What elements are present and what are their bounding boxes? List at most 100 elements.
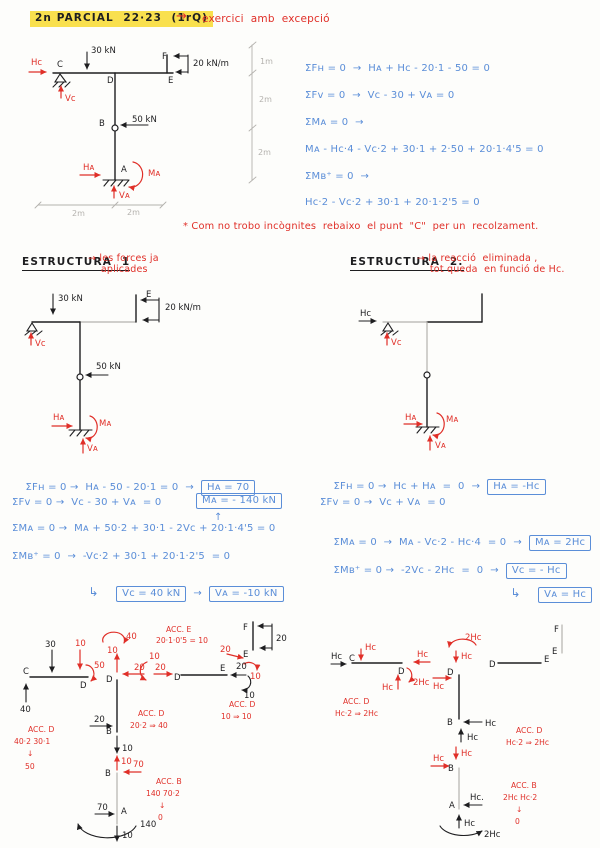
- load-30kn-label: 30 kN: [91, 46, 116, 56]
- acc-d-col-note: ACC. D Hᴄ·2 ⇒ 2Hᴄ: [506, 726, 549, 747]
- hinge-b: [111, 124, 119, 132]
- est1-result-va: Vᴀ = -10 kN: [209, 586, 284, 602]
- reaction-hc-label: Hᴄ: [31, 58, 42, 68]
- reaction-vc-label: Vᴄ: [391, 338, 402, 348]
- label-point-d: D: [398, 667, 405, 677]
- estructura1-diagram: 30 kN E 20 kN/m Vᴄ 50 kN Hᴀ Mᴀ: [24, 290, 201, 454]
- force-20-left-label: 20: [134, 663, 145, 673]
- acc-b-title: ACC. B: [511, 781, 537, 790]
- acc-b-title: ACC. B: [156, 777, 182, 786]
- force-hc-right: Hᴄ: [433, 682, 444, 692]
- force-20-right-end: 20: [236, 662, 247, 672]
- support-a: [102, 179, 130, 187]
- moment-2hc-top: 2Hᴄ: [465, 633, 482, 643]
- est1-results-lead: ↳: [88, 585, 99, 599]
- reaction-vc-label: Vᴄ: [65, 94, 76, 104]
- force-hc-up-red: Hᴄ: [382, 683, 393, 693]
- fbd-member-de: 10 20 D E 20 10 ACC. D 10 ⇒ 10: [139, 652, 255, 721]
- acc-d-col-title: ACC. D: [138, 709, 164, 718]
- est2-eq-ma-arrow: →: [513, 537, 522, 548]
- force-hc-left-blk: Hᴄ: [485, 719, 496, 729]
- acc-d-cd-title: ACC. D: [343, 697, 369, 706]
- force-hc-left-blk: Hᴄ.: [470, 793, 484, 803]
- reaction-ha-label: Hᴀ: [405, 413, 416, 423]
- fbd-column-db: 40 10 20 D 20 B 10 ACC. D 20·2 ⇒ 40: [89, 631, 168, 754]
- reaction-va: Vᴀ: [111, 185, 130, 201]
- moment-50-label: 50: [94, 661, 105, 671]
- est2-eq-fv: ΣFᴠ = 0 → Vᴄ + Vᴀ = 0: [320, 497, 446, 508]
- load-20knm: 20 kN/m: [140, 297, 201, 323]
- title-arrow: →: [176, 9, 188, 24]
- frame-members: [382, 293, 483, 428]
- reaction-hc: Hᴄ: [28, 58, 47, 75]
- force-hc: Hᴄ: [358, 309, 377, 324]
- fbd-member-fe: F E: [552, 624, 563, 657]
- point-labels: C D E F B A: [57, 52, 173, 175]
- reaction-va-label: Vᴀ: [435, 441, 446, 451]
- dim-2m-lower: 2m: [258, 148, 271, 157]
- main-structure-diagram: 30 kN 50 kN 20 kN/m C D E F B A Hᴄ Vᴄ: [28, 41, 273, 218]
- label-point-d: D: [489, 660, 496, 670]
- reaction-vc: Vᴄ: [384, 332, 402, 348]
- reaction-va-label: Vᴀ: [119, 191, 130, 201]
- force-hc-down: Hᴄ: [461, 652, 472, 662]
- estructura2-diagram: Hᴄ Vᴄ Hᴀ Mᴀ Vᴀ: [358, 293, 483, 451]
- reaction-ha: Hᴀ: [51, 413, 73, 429]
- moment-10-left-label: 10: [149, 652, 160, 662]
- est2-results-line: ↳ Vᴀ = Hᴄ: [497, 574, 593, 616]
- load-50kn: 50 kN: [120, 115, 157, 128]
- label-point-c: C: [349, 654, 355, 664]
- force-hc-up-blk: Hᴄ: [467, 733, 478, 743]
- support-c: [380, 321, 399, 336]
- load-30kn-label: 30 kN: [58, 294, 83, 304]
- est1-results-line: ↳ Vᴄ = 40 kN → Vᴀ = -10 kN: [75, 573, 284, 615]
- fbd-column-db: 2Hᴄ Hᴄ D Hᴄ B Hᴄ Hᴄ: [432, 633, 496, 743]
- label-point-e: E: [243, 650, 248, 660]
- label-point-b: B: [447, 718, 453, 728]
- reaction-ha: Hᴀ: [403, 413, 423, 427]
- moment-2hc-red: 2Hᴄ: [413, 678, 430, 688]
- label-point-f: F: [162, 52, 167, 62]
- acc-b-line1: 2Hᴄ Hᴄ·2: [503, 793, 537, 802]
- est1-eq-fh: ΣFʜ = 0 → Hᴀ - 50 - 20·1 = 0→Hᴀ = 70: [12, 467, 256, 509]
- acc-d-left-note: ACC. D 40·2 30·1 ↓ 50: [14, 725, 54, 771]
- est2-results-lead: ↳: [510, 586, 521, 600]
- force-20-left-end: 20: [155, 663, 166, 673]
- acc-d-col-line: 20·2 ⇒ 40: [130, 721, 168, 730]
- reaction-ha-label: Hᴀ: [53, 413, 64, 423]
- est2-eq-fh-arrow: →: [471, 481, 481, 492]
- fbd-member-fe: F E 20 20 10 ACC. E 20·1·0'5 = 10: [156, 621, 287, 682]
- support-c: [52, 73, 71, 88]
- est1-results-arrow: →: [193, 588, 203, 599]
- label-point-d: D: [80, 681, 87, 691]
- dim-2m-left: 2m: [72, 209, 85, 218]
- label-point-c: C: [57, 60, 63, 70]
- est1-eq-fh-arrow: →: [185, 482, 194, 493]
- load-20knm-label: 20 kN/m: [165, 303, 201, 313]
- acc-d-right-title: ACC. D: [229, 700, 255, 709]
- frame-members: [31, 294, 137, 431]
- label-point-e: E: [220, 664, 225, 674]
- moment-2hc-blk: 2Hᴄ: [484, 830, 501, 840]
- label-point-b: B: [106, 727, 112, 737]
- force-70-left-red: 70: [133, 760, 144, 770]
- reaction-va: Vᴀ: [80, 438, 98, 454]
- reaction-ma-label: Mᴀ: [446, 415, 458, 425]
- fbd-column-ba: 10 70 B 70 A 10 140 ACC. B 140 70·2 ↓ 0: [76, 755, 182, 842]
- fbd-column-ba: Hᴄ Hᴄ B A Hᴄ. Hᴄ 2Hᴄ ACC. B 2Hᴄ Hᴄ·2 ↓ 0: [430, 746, 537, 840]
- est1-result-ma-wrap: Mᴀ = - 140 kN: [196, 493, 283, 509]
- label-point-b: B: [105, 769, 111, 779]
- est2-result-va: Vᴀ = Hᴄ: [538, 587, 593, 603]
- label-point-e: E: [168, 76, 173, 86]
- est2-eq-mb: ΣMʙ⁺ = 0 → -2Vᴄ - 2Hᴄ = 0→Vᴄ = - Hᴄ: [320, 550, 567, 592]
- acc-d-col-line: Hᴄ·2 ⇒ 2Hᴄ: [506, 738, 549, 747]
- acc-e-line: 20·1·0'5 = 10: [156, 636, 208, 645]
- est1-result-vc: Vᴄ = 40 kN: [116, 586, 187, 602]
- global-eq-mb-head: ΣMʙ⁺ = 0 →: [305, 171, 370, 182]
- force-hc-left-red: Hᴄ: [417, 650, 428, 660]
- label-point-e: E: [146, 290, 151, 300]
- force-10-label: 10: [75, 639, 86, 649]
- load-20knm-label: 20 kN/m: [193, 59, 229, 69]
- reaction-ma: Mᴀ: [128, 161, 160, 191]
